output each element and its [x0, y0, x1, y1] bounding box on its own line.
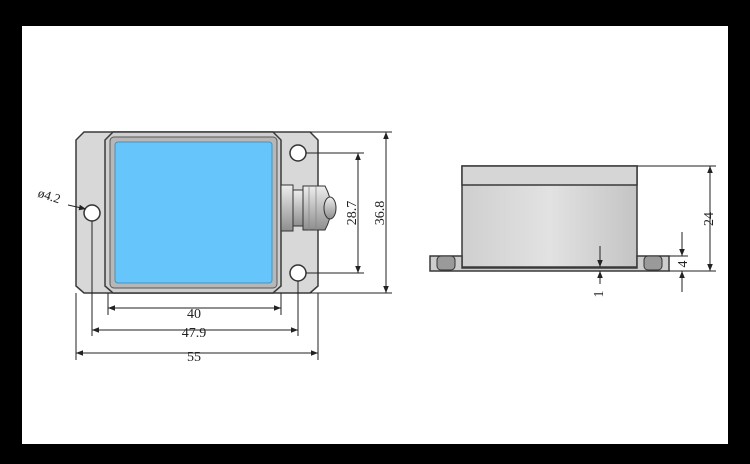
- dim-text-hole-spacing-x: 47.9: [182, 326, 207, 341]
- display-window: [114, 141, 273, 284]
- extension-lines-horizontal-dims: [75, 221, 319, 360]
- dim-text-gap: 1: [592, 291, 607, 298]
- dim-text-side-height: 24: [702, 212, 717, 226]
- front-view: ø4.2 40 47.9 55 28.7: [36, 131, 392, 365]
- dim-text-overall-height: 36.8: [373, 201, 388, 226]
- side-view: 24 4 1: [429, 165, 717, 298]
- hole-diameter-callout: ø4.2: [36, 185, 87, 211]
- cable-gland: [280, 184, 337, 232]
- flange-slot-left: [436, 255, 456, 271]
- side-lid: [461, 165, 638, 186]
- mounting-hole-left: [83, 204, 101, 222]
- dim-text-flange: 4: [676, 261, 691, 268]
- mounting-hole-bottom-right: [289, 264, 307, 282]
- dim-text-window-width: 40: [187, 307, 201, 322]
- mounting-hole-top-right: [289, 144, 307, 162]
- side-extension-lines: [637, 165, 716, 272]
- dim-text-overall-width: 55: [187, 350, 201, 365]
- flange-slot-right: [643, 255, 663, 271]
- dim-text-hole-spacing-y: 28.7: [345, 201, 360, 226]
- extension-lines-vertical-dims: [306, 131, 392, 294]
- hole-diameter-label: ø4.2: [36, 185, 62, 206]
